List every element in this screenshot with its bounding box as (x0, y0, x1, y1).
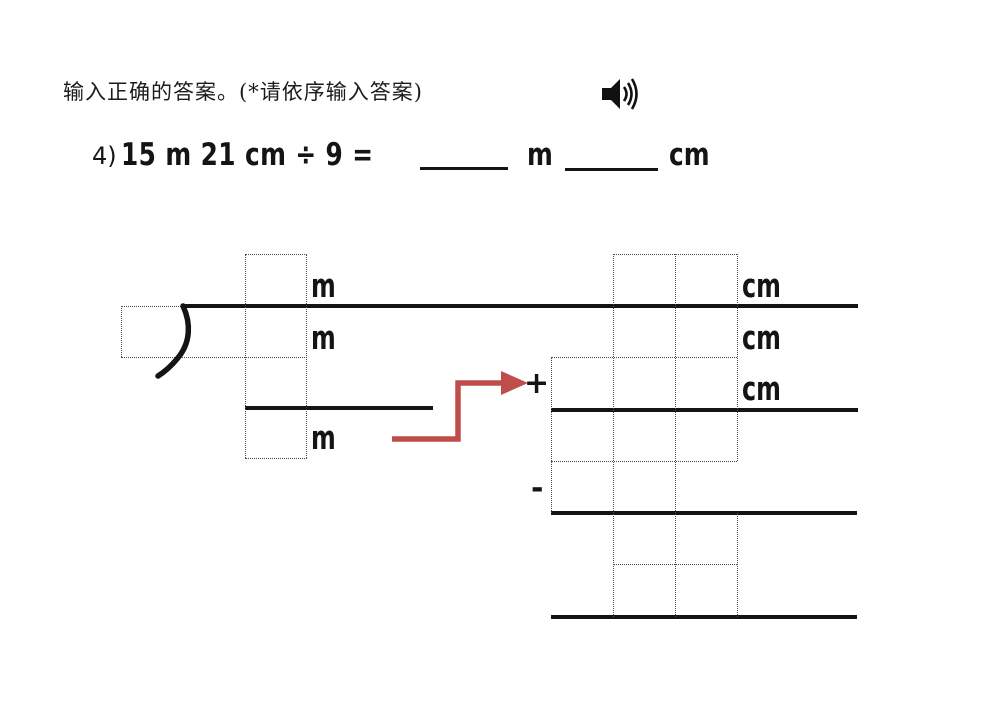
remainder-cm-cell-ones[interactable] (675, 513, 737, 564)
remainder-cm-cell-tens[interactable] (613, 513, 675, 564)
sound-wave-3 (630, 78, 638, 110)
grid-line (737, 254, 738, 461)
dividend-cm-cell-tens[interactable] (613, 306, 675, 357)
divisor-input-cell[interactable] (121, 306, 245, 357)
work-m-cell[interactable] (245, 357, 306, 407)
work2-cm-cell-tens[interactable] (613, 564, 675, 616)
quotient-cm-cell-tens[interactable] (613, 254, 675, 306)
unit-label-cm-carry: cm (742, 369, 781, 408)
problem-expression: 15 m 21 cm ÷ 9 = (121, 137, 374, 173)
grid-line (121, 357, 307, 358)
grid-line (551, 357, 737, 358)
minus-sign: - (531, 471, 544, 506)
instruction-text: 输入正确的答案。(*请依序输入答案) (63, 80, 423, 104)
subtract-cm-cell-tens[interactable] (613, 461, 675, 512)
carry-cm-cell-hundreds[interactable] (551, 357, 613, 409)
remainder-m-cell[interactable] (245, 407, 306, 458)
quotient-cm-cell-ones[interactable] (675, 254, 737, 306)
sum-cm-cell-tens[interactable] (613, 409, 675, 461)
equation-unit-cm: cm (669, 137, 710, 173)
subtraction-line-m (245, 406, 433, 410)
unit-label-m-dividend: m (311, 318, 336, 357)
answer-blank-m (420, 167, 508, 170)
grid-line (551, 461, 737, 462)
grid-line (245, 254, 246, 458)
subtract-cm-cell-hundreds[interactable] (551, 461, 613, 512)
unit-label-cm-quotient: cm (742, 266, 781, 305)
grid-line (675, 254, 676, 617)
speaker-body (602, 79, 620, 109)
grid-line (613, 254, 614, 617)
subtraction-line-cm-1 (551, 511, 857, 515)
plus-sign: + (524, 366, 550, 401)
quotient-m-cell[interactable] (245, 254, 306, 306)
dividend-m-cell[interactable] (245, 306, 306, 357)
work2-cm-cell-ones[interactable] (675, 564, 737, 616)
carry-arrow (392, 371, 528, 442)
unit-label-m-quotient: m (311, 266, 336, 305)
sum-cm-cell-ones[interactable] (675, 409, 737, 461)
sound-wave-1 (622, 86, 628, 102)
carry-cm-cell-tens[interactable] (613, 357, 675, 409)
subtraction-line-cm-2 (551, 615, 857, 619)
problem-number: 4) (92, 142, 117, 170)
unit-label-m-remainder: m (311, 418, 336, 457)
speaker-icon[interactable] (599, 74, 643, 114)
grid-line (245, 458, 307, 459)
carry-arrow-head (501, 371, 528, 395)
dividend-cm-cell-ones[interactable] (675, 306, 737, 357)
carry-cm-cell-ones[interactable] (675, 357, 737, 409)
grid-line (121, 306, 183, 307)
answer-blank-cm (565, 168, 658, 171)
addition-line-cm (551, 408, 858, 412)
sum-cm-cell-hundreds[interactable] (551, 409, 613, 461)
grid-line (306, 254, 307, 458)
grid-line (245, 254, 307, 255)
equation-unit-m: m (527, 137, 553, 173)
grid-line (613, 564, 737, 565)
grid-line (613, 254, 737, 255)
unit-label-cm-dividend: cm (742, 318, 781, 357)
division-bracket (155, 303, 192, 379)
sound-wave-2 (626, 82, 633, 106)
grid-line (551, 357, 552, 513)
grid-line (737, 513, 738, 617)
grid-line (121, 306, 122, 357)
division-bar-top (182, 304, 858, 308)
